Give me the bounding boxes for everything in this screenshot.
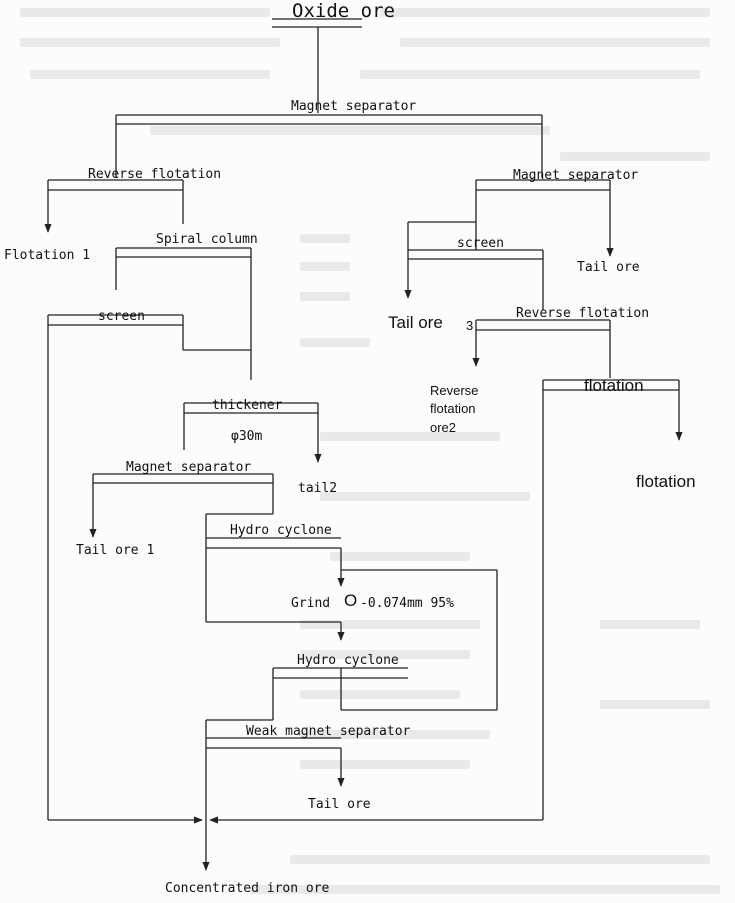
spiral-column-label: Spiral column bbox=[156, 232, 258, 247]
hydro-cyclone-1-label: Hydro cyclone bbox=[230, 523, 332, 538]
reverse-flotation-ore2-line2: flotation bbox=[430, 401, 476, 416]
reverse-flotation-right-label: Reverse flotation bbox=[516, 306, 650, 321]
weak-magnet-separator-label: Weak magnet separator bbox=[246, 724, 411, 739]
tail-ore-right-label: Tail ore bbox=[577, 260, 640, 275]
thickener-size-label: φ30m bbox=[231, 429, 263, 444]
main-magnet-separator-label: Magnet separator bbox=[291, 99, 417, 114]
tail-ore-3-suffix: 3 bbox=[466, 318, 474, 333]
grind-size-symbol: O bbox=[344, 591, 358, 610]
screen-left-label: screen bbox=[98, 309, 145, 324]
reverse-flotation-ore2-line1: Reverse bbox=[430, 383, 479, 398]
tail-ore-3-label: Tail ore bbox=[388, 313, 443, 332]
reverse-flotation-ore2-line3: ore2 bbox=[430, 420, 457, 435]
magnet-separator-mid-label: Magnet separator bbox=[126, 460, 252, 475]
hydro-cyclone-2-label: Hydro cyclone bbox=[297, 653, 399, 668]
magnet-separator-right-label: Magnet separator bbox=[513, 168, 639, 183]
tail-ore-1-label: Tail ore 1 bbox=[76, 543, 155, 558]
root-oxide-ore: Oxide ore bbox=[292, 0, 395, 22]
grind-label: Grind bbox=[291, 596, 331, 611]
tail-ore-bottom-label: Tail ore bbox=[308, 797, 371, 812]
flotation-1-label: Flotation 1 bbox=[4, 248, 91, 263]
flotation-out-label: flotation bbox=[636, 472, 696, 491]
concentrated-iron-ore-label: Concentrated iron ore bbox=[165, 881, 330, 896]
thickener-label: thickener bbox=[212, 398, 283, 413]
flotation-box-label: flotation bbox=[584, 376, 644, 395]
grind-size-label: -0.074mm 95% bbox=[360, 596, 454, 611]
reverse-flotation-left-label: Reverse flotation bbox=[88, 167, 222, 182]
screen-right-label: screen bbox=[457, 236, 504, 251]
tail2-label: tail2 bbox=[298, 481, 338, 496]
